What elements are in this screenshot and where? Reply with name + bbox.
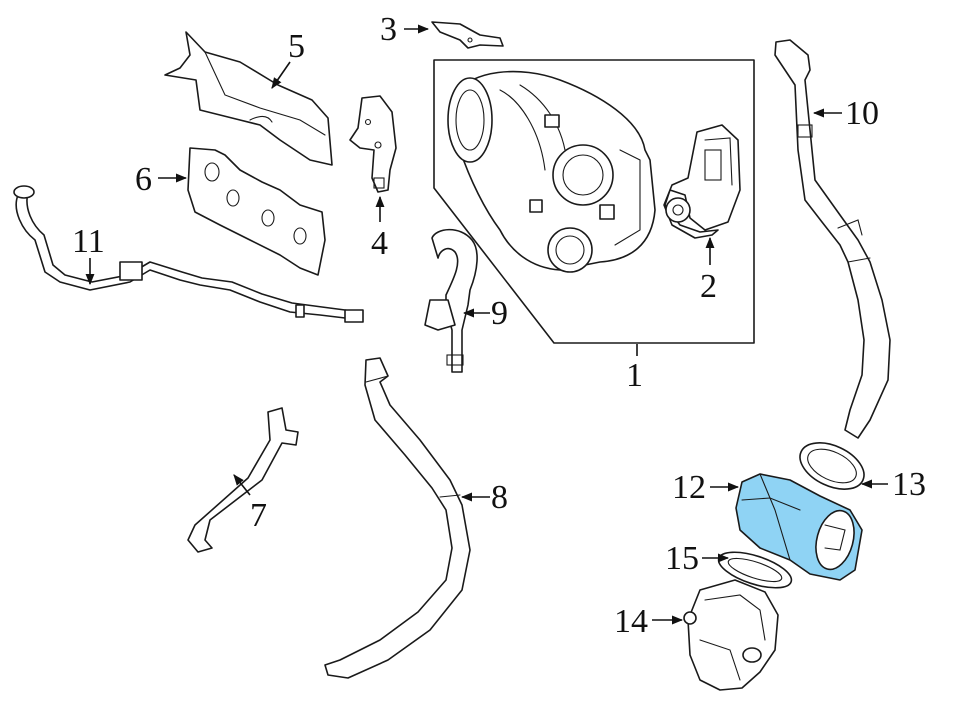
part-8-pipe[interactable] (324, 357, 471, 679)
part-12-pump[interactable] (735, 473, 863, 581)
callouts: 1 2 3 4 5 6 7 8 9 10 11 12 13 (72, 11, 926, 640)
callout-1: 1 (626, 357, 643, 394)
part-4-bracket[interactable] (349, 95, 397, 193)
actuator[interactable] (663, 124, 741, 239)
callout-11: 11 (72, 223, 105, 260)
part-5-heat-shield[interactable] (164, 31, 333, 166)
callout-3: 3 (380, 11, 397, 48)
part-6-gasket[interactable] (187, 147, 326, 276)
part-7-pipe[interactable] (187, 407, 299, 553)
callout-4: 4 (371, 225, 388, 262)
turbocharger-assembly[interactable] (433, 59, 755, 344)
callout-2: 2 (700, 268, 717, 305)
callout-15: 15 (665, 540, 699, 577)
part-14-housing[interactable] (683, 579, 779, 691)
callout-10: 10 (845, 95, 879, 132)
callout-13: 13 (892, 466, 926, 503)
group-outline (433, 59, 755, 344)
callout-12: 12 (672, 469, 706, 506)
callout-6: 6 (135, 161, 152, 198)
callout-8: 8 (491, 479, 508, 516)
callout-9: 9 (491, 295, 508, 332)
callout-5: 5 (288, 28, 305, 65)
part-11-tube[interactable] (13, 185, 364, 323)
part-3-bracket[interactable] (431, 21, 504, 49)
callout-7: 7 (250, 497, 267, 534)
part-9-pipe[interactable] (424, 228, 478, 373)
part-15-gasket[interactable] (715, 545, 796, 595)
part-10-hose[interactable] (774, 39, 891, 439)
callout-14: 14 (614, 603, 648, 640)
